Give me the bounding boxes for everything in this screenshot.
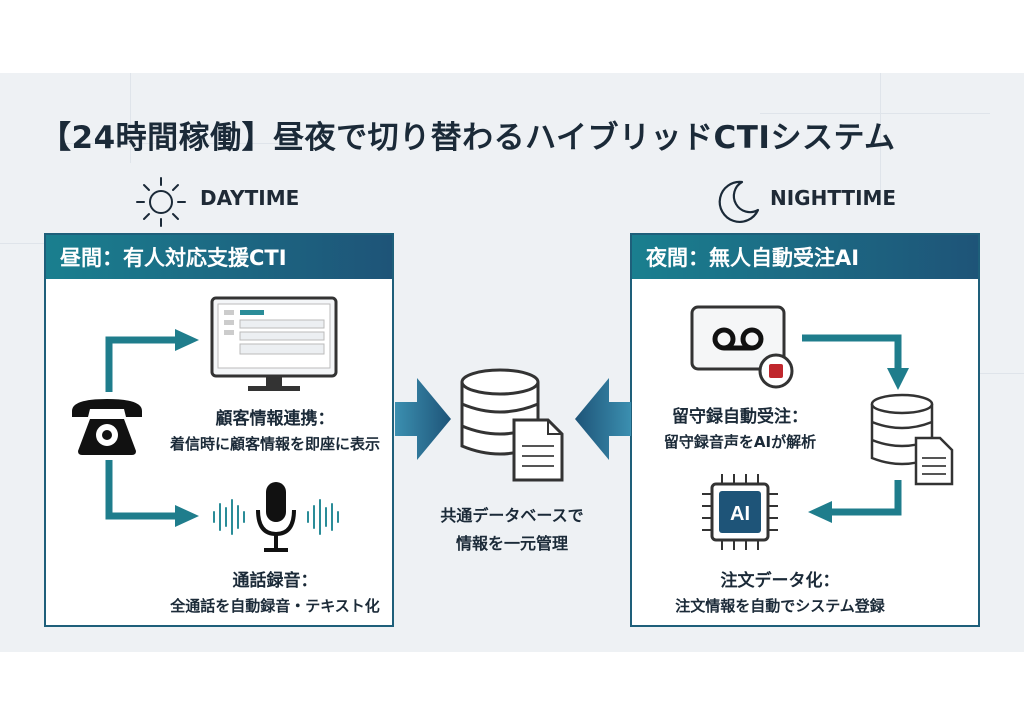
night-feature1: 留守録自動受注： 留守録音声をAIが解析	[640, 402, 840, 452]
day-feature2-title: 通話録音：	[232, 571, 318, 591]
bg-line	[60, 143, 280, 145]
day-feature1-desc: 着信時に顧客情報を即座に表示	[169, 435, 380, 453]
bg-line	[0, 243, 60, 245]
monitor-icon	[210, 296, 338, 391]
nighttime-label: NIGHTTIME	[770, 186, 897, 210]
night-database-icon	[870, 393, 954, 486]
daytime-label: DAYTIME	[200, 186, 300, 210]
record-icon	[758, 353, 794, 389]
night-feature2: 注文データ化： 注文情報を自動でシステム登録	[640, 566, 920, 616]
voicemail-icon	[690, 305, 794, 389]
day-feature1-title: 顧客情報連携：	[215, 409, 335, 429]
day-feature1: 顧客情報連携： 着信時に顧客情報を即座に表示	[150, 404, 400, 454]
night-feature1-title: 留守録自動受注：	[672, 407, 808, 427]
day-feature2: 通話録音： 全通話を自動録音・テキスト化	[150, 566, 400, 616]
database-icon	[460, 368, 564, 482]
center-line1: 共通データベースで	[440, 506, 584, 525]
night-document-icon	[914, 436, 954, 486]
bg-line	[880, 73, 882, 193]
ai-chip-icon: AI	[702, 474, 778, 550]
center-line2: 情報を一元管理	[455, 534, 568, 553]
page-title: 【24時間稼働】昼夜で切り替わるハイブリッドCTIシステム	[40, 120, 896, 156]
telephone-icon	[72, 399, 142, 455]
day-flow-arrows	[105, 329, 199, 527]
nighttime-panel-title: 夜間：無人自動受注AI	[632, 235, 978, 279]
document-icon	[512, 418, 564, 482]
arrow-left-to-db	[575, 378, 631, 460]
bg-line	[760, 113, 990, 115]
center-caption: 共通データベースで 情報を一元管理	[412, 498, 612, 554]
night-feature2-desc: 注文情報を自動でシステム登録	[675, 597, 885, 615]
bg-line	[130, 73, 132, 163]
bg-line	[960, 373, 1024, 375]
day-feature2-desc: 全通話を自動録音・テキスト化	[170, 597, 380, 615]
arrow-right-to-db	[395, 378, 451, 460]
night-flow-arrows	[802, 334, 909, 523]
microphone-icon	[213, 482, 339, 552]
night-feature1-desc: 留守録音声をAIが解析	[663, 433, 817, 451]
sun-icon	[136, 177, 186, 227]
night-feature2-title: 注文データ化：	[720, 571, 840, 591]
daytime-panel-title: 昼間：有人対応支援CTI	[46, 235, 392, 279]
ai-chip-label: AI	[730, 503, 750, 525]
moon-icon	[718, 180, 760, 223]
